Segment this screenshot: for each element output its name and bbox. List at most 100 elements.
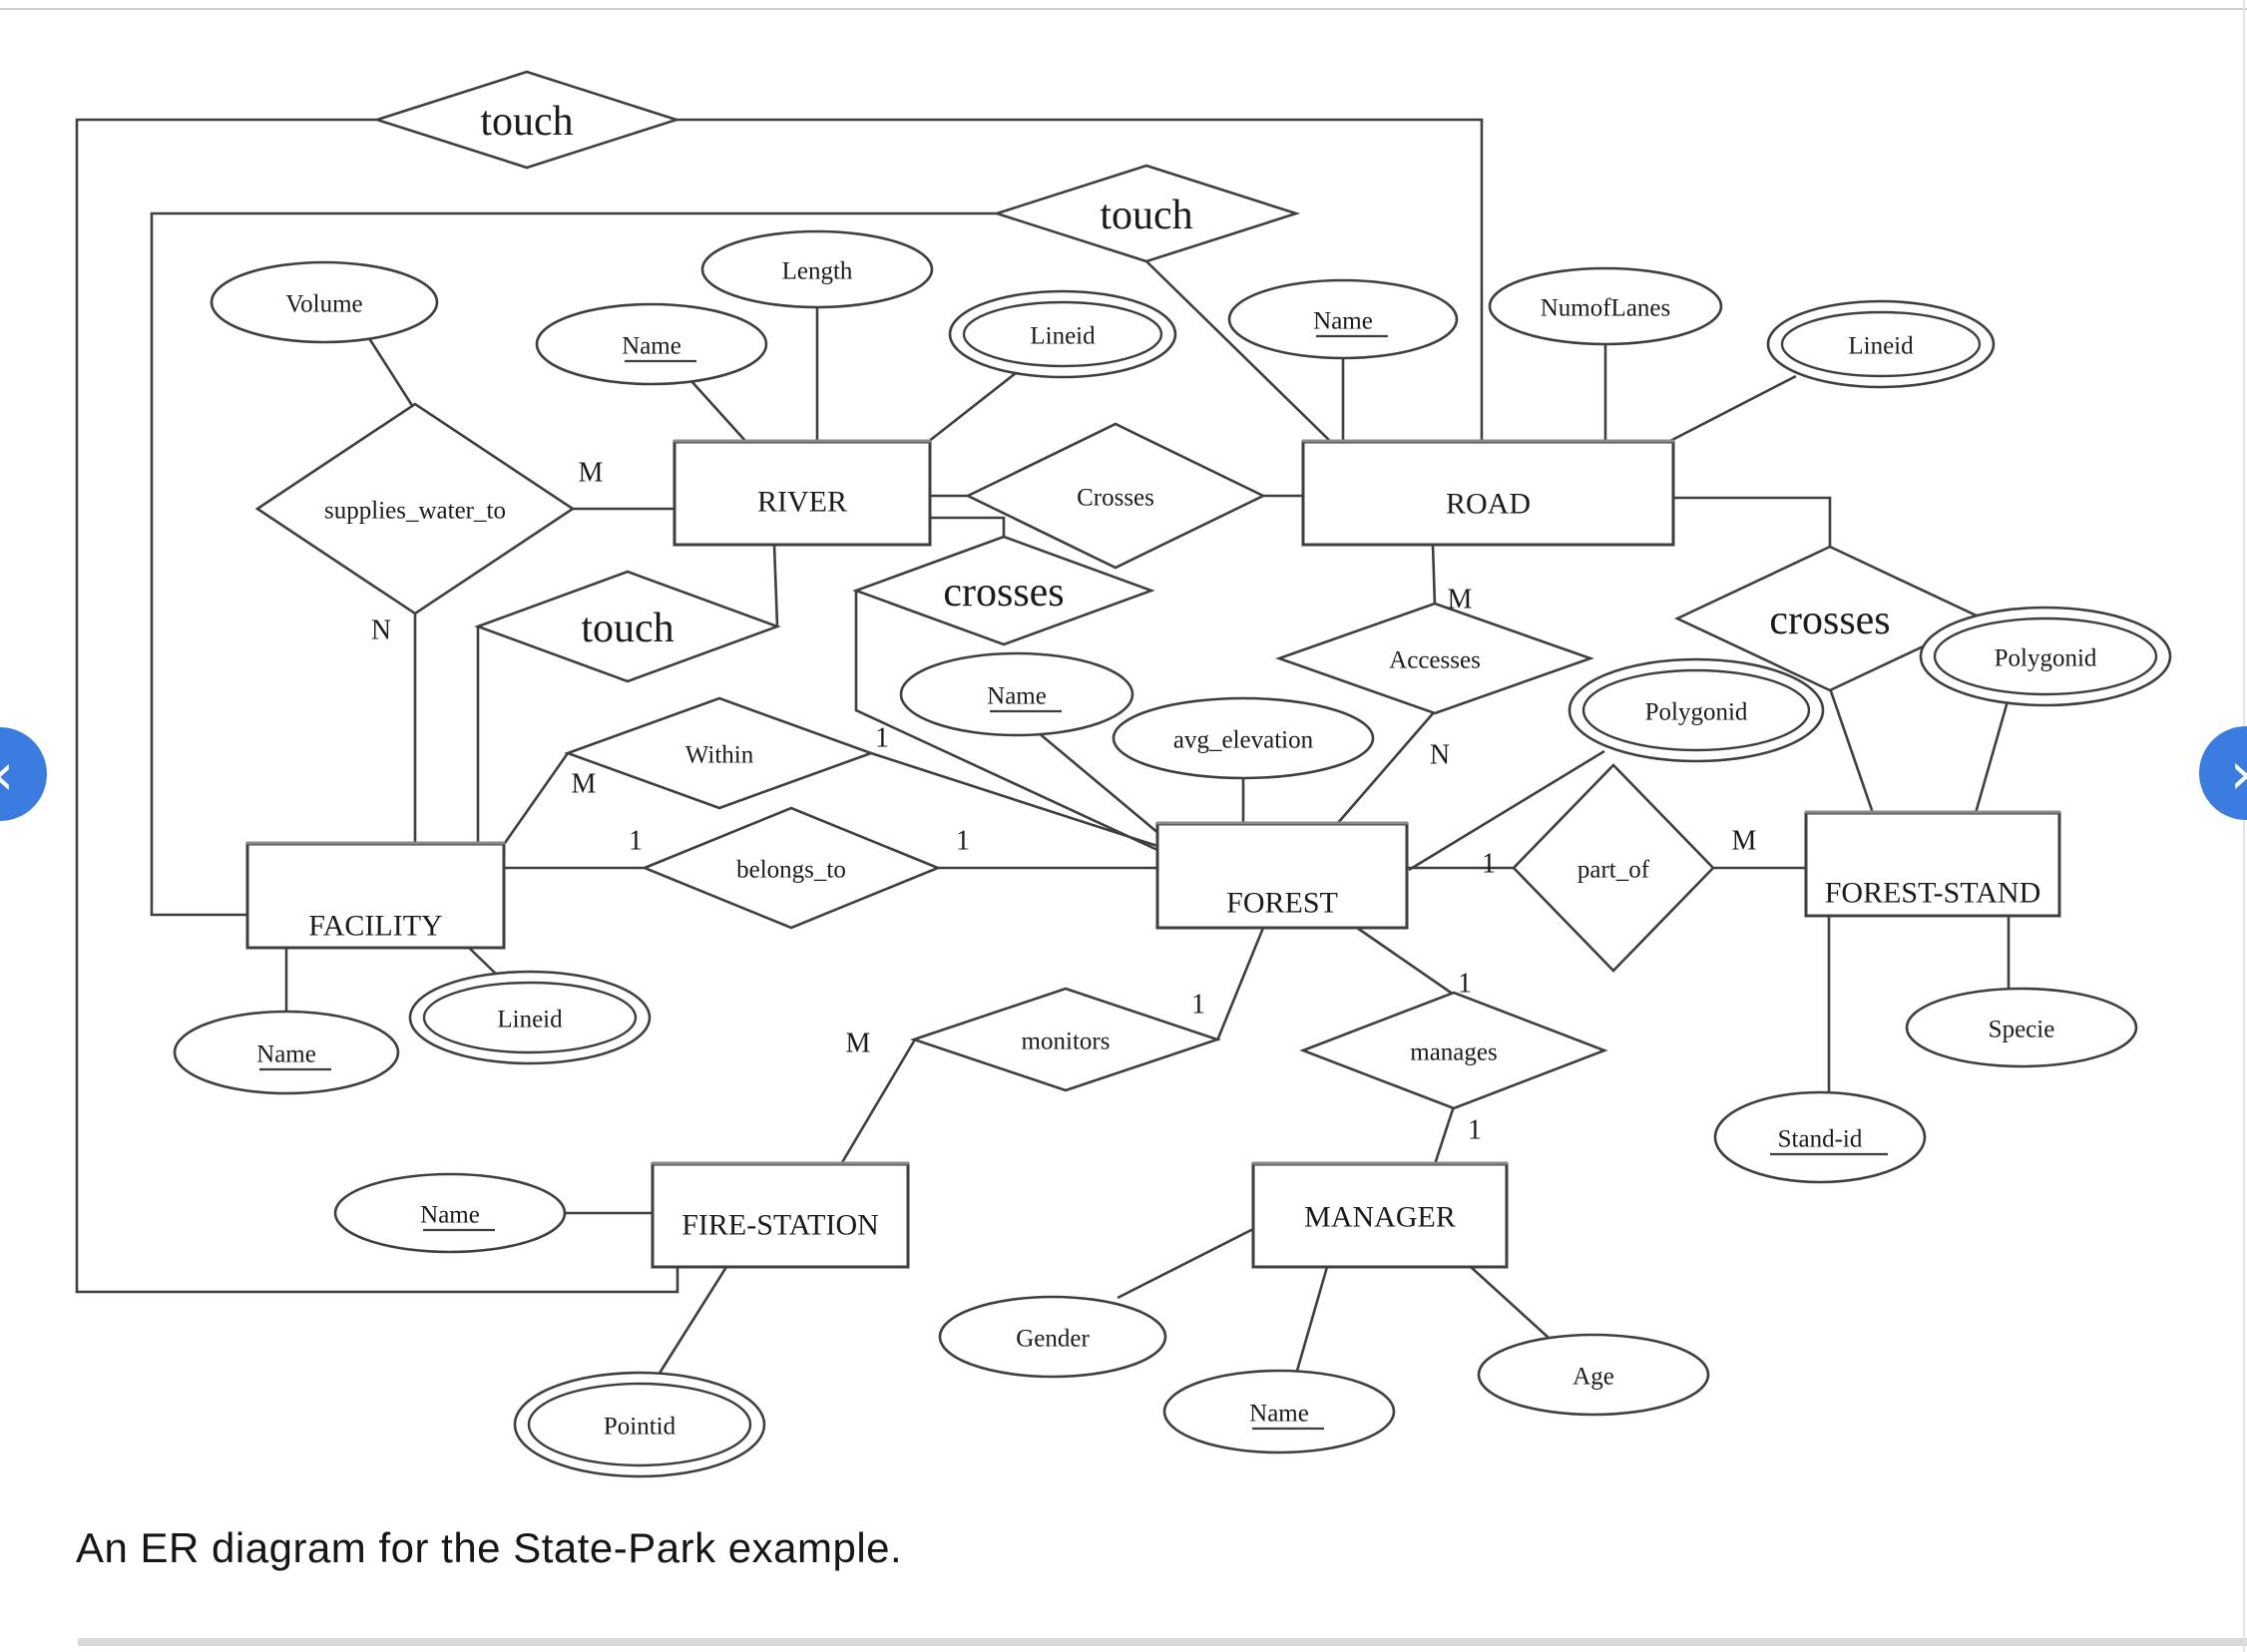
entity-forest bbox=[1155, 822, 1409, 930]
relationship-belongs-to bbox=[641, 806, 942, 930]
cardinality-label: M bbox=[572, 769, 597, 800]
relationship-label-crosses-right: crosses bbox=[1769, 598, 1890, 643]
connector-line bbox=[1215, 927, 1265, 1041]
attribute-age bbox=[1477, 1333, 1710, 1417]
attribute-name-road bbox=[1227, 278, 1459, 360]
connector-line bbox=[1667, 374, 1797, 444]
connector-line bbox=[1470, 1266, 1550, 1339]
cardinality-label: 1 bbox=[1191, 990, 1205, 1021]
attribute-avg-elevation bbox=[1112, 696, 1375, 780]
relationship-part-of bbox=[1512, 763, 1715, 973]
connector-line bbox=[772, 544, 779, 627]
connector-line bbox=[1828, 687, 1875, 814]
attribute-label-avg-elevation: avg_elevation bbox=[1173, 727, 1314, 754]
attribute-gender bbox=[938, 1295, 1167, 1379]
attribute-lineid-road bbox=[1766, 299, 1996, 389]
relationship-crosses-upper bbox=[965, 422, 1266, 570]
connector-line bbox=[1117, 1227, 1254, 1300]
entity-fire-station bbox=[651, 1162, 910, 1269]
cardinality-label: 1 bbox=[1468, 1115, 1482, 1146]
connector-line bbox=[503, 752, 570, 844]
relationship-touch-left bbox=[474, 570, 781, 683]
connector-line bbox=[657, 1266, 728, 1376]
attribute-lineid-facility bbox=[408, 970, 652, 1065]
attribute-label-name-road: Name bbox=[1313, 308, 1373, 335]
connector-line bbox=[1974, 700, 2010, 814]
cardinality-label: N bbox=[1430, 740, 1450, 771]
relationship-label-touch-upper: touch bbox=[1100, 193, 1192, 238]
entity-label-road: ROAD bbox=[1446, 488, 1531, 521]
attribute-label-specie: Specie bbox=[1989, 1017, 2055, 1043]
relationship-label-touch-left: touch bbox=[581, 606, 674, 651]
relationship-label-part-of: part_of bbox=[1577, 857, 1650, 884]
attribute-inner-ring-polygonid-forest bbox=[1581, 668, 1811, 752]
relationship-touch-top bbox=[372, 70, 681, 170]
cardinality-label: 1 bbox=[1458, 969, 1472, 1000]
entity-road bbox=[1301, 440, 1675, 547]
attribute-label-numoflanes: NumofLanes bbox=[1541, 295, 1671, 322]
attribute-pointid bbox=[513, 1371, 766, 1478]
attribute-inner-ring-lineid-river bbox=[962, 300, 1163, 368]
entity-label-forest: FOREST bbox=[1226, 887, 1338, 920]
attribute-label-pointid: Pointid bbox=[604, 1414, 676, 1441]
relationship-label-belongs-to: belongs_to bbox=[736, 857, 846, 884]
cardinality-label: 1 bbox=[1482, 849, 1496, 880]
attribute-label-name-fire-station: Name bbox=[420, 1202, 480, 1229]
attribute-label-polygonid-forest: Polygonid bbox=[1645, 699, 1748, 726]
attribute-label-lineid-river: Lineid bbox=[1030, 323, 1096, 350]
connector-line bbox=[1408, 749, 1605, 872]
connector-line bbox=[927, 371, 1017, 444]
attribute-label-volume: Volume bbox=[285, 291, 362, 318]
cardinality-label: 1 bbox=[875, 723, 889, 754]
attribute-inner-ring-lineid-facility bbox=[422, 981, 638, 1054]
attribute-label-name-forest: Name bbox=[987, 683, 1047, 710]
right-edge-line bbox=[2243, 0, 2245, 1652]
attribute-name-forest bbox=[899, 651, 1134, 737]
entity-label-forest-stand: FOREST-STAND bbox=[1825, 877, 2041, 910]
connector-line bbox=[365, 334, 415, 408]
connector-line bbox=[1336, 710, 1436, 825]
attribute-length bbox=[700, 229, 934, 309]
attribute-name-river bbox=[535, 302, 768, 386]
bottom-divider bbox=[78, 1638, 2247, 1646]
relationship-label-accesses: Accesses bbox=[1389, 647, 1481, 674]
relationship-label-supplies-water-to: supplies_water_to bbox=[324, 498, 506, 525]
connector-line bbox=[854, 591, 1158, 852]
connector-line bbox=[930, 516, 1006, 539]
cardinality-label: M bbox=[579, 458, 604, 489]
attribute-label-lineid-facility: Lineid bbox=[497, 1007, 563, 1033]
attribute-name-fire-station bbox=[333, 1172, 567, 1254]
attribute-inner-ring-lineid-road bbox=[1780, 310, 1982, 378]
attribute-inner-ring-pointid bbox=[527, 1382, 752, 1467]
relationship-touch-upper bbox=[992, 164, 1301, 263]
relationship-label-monitors: monitors bbox=[1022, 1029, 1111, 1055]
attribute-polygonid-forest bbox=[1568, 657, 1825, 763]
attribute-label-stand-id: Stand-id bbox=[1778, 1126, 1863, 1153]
entity-label-fire-station: FIRE-STATION bbox=[681, 1209, 879, 1242]
attribute-label-age: Age bbox=[1573, 1364, 1614, 1391]
attribute-label-gender: Gender bbox=[1016, 1326, 1090, 1353]
relationship-monitors bbox=[909, 987, 1222, 1092]
relationship-accesses bbox=[1275, 602, 1594, 715]
connector-line bbox=[1037, 731, 1160, 835]
entity-river bbox=[673, 440, 932, 547]
connector-line bbox=[689, 379, 747, 443]
relationship-label-crosses-mid: crosses bbox=[943, 570, 1064, 616]
relationship-supplies-water-to bbox=[254, 402, 576, 616]
connector-line bbox=[1433, 1105, 1456, 1165]
connector-line bbox=[870, 751, 1158, 848]
connector-line bbox=[1356, 926, 1455, 997]
relationship-label-touch-top: touch bbox=[480, 99, 573, 145]
relationship-manages bbox=[1299, 991, 1608, 1110]
attribute-numoflanes bbox=[1488, 266, 1723, 346]
top-border-line bbox=[0, 8, 2247, 10]
figure-caption: An ER diagram for the State-Park example… bbox=[76, 1524, 903, 1571]
connector-line bbox=[75, 118, 679, 1294]
chevron-left-icon: ‹ bbox=[0, 745, 14, 803]
relationship-label-within: Within bbox=[685, 742, 754, 769]
attribute-label-lineid-road: Lineid bbox=[1848, 333, 1914, 360]
attribute-label-polygonid-stand: Polygonid bbox=[1995, 645, 2097, 672]
attribute-polygonid-stand bbox=[1919, 606, 2172, 707]
